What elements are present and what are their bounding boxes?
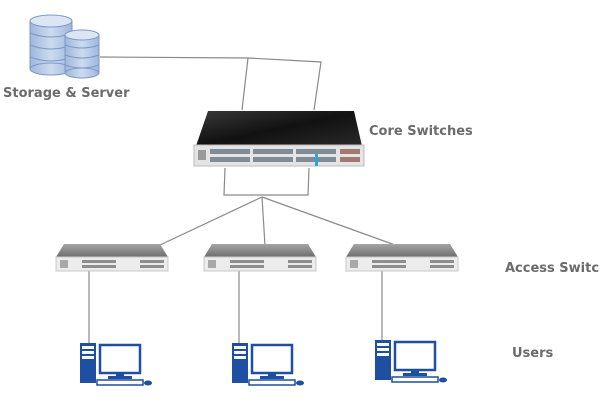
link-core-aggregation [223,167,310,196]
connections [88,56,396,345]
database-icon [29,14,100,79]
link-storage-core-b [247,57,322,111]
link-core-access-3 [261,196,396,246]
core-switch-icon [193,111,365,167]
uplink-port-accent [315,154,318,166]
access-switch-icon [203,244,317,272]
access-switches-label: Access Switches [505,261,600,276]
link-core-access-1 [159,196,263,246]
desktop-computer-icon [80,343,152,386]
storage-server-label: Storage & Server [3,86,130,101]
link-core-access-2 [261,196,266,247]
access-switch-icon [345,244,459,272]
access-switch-icon [55,244,169,272]
link-storage-core-a [99,56,249,111]
users-label: Users [512,346,554,361]
desktop-computer-icon [232,343,304,386]
core-switches-label: Core Switches [369,124,473,139]
desktop-computer-icon [375,340,447,383]
